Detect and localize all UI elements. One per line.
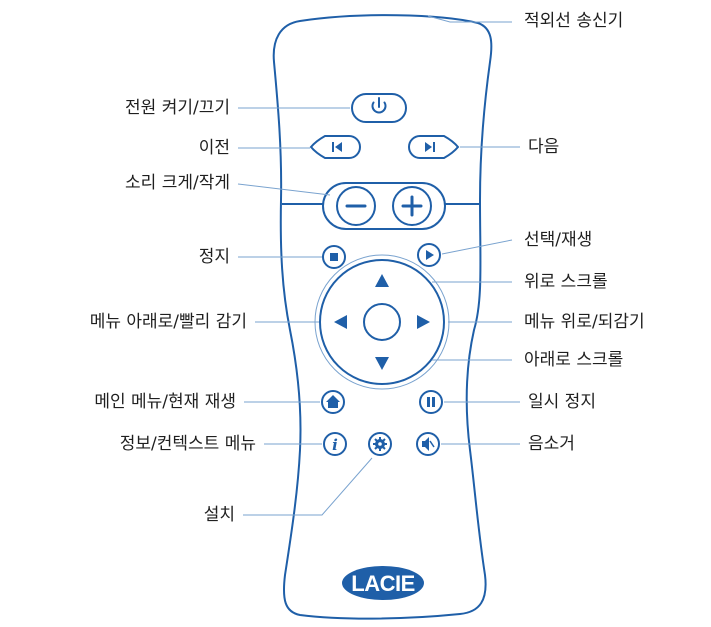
label-select-play: 선택/재생: [524, 230, 592, 250]
skip-forward-icon: [425, 142, 435, 152]
lacie-logo: LACIE: [342, 566, 424, 600]
label-main-menu: 메인 메뉴/현재 재생: [94, 392, 236, 412]
power-icon: [371, 97, 387, 114]
label-power: 전원 켜기/끄기: [125, 98, 230, 118]
volume-down-button[interactable]: [336, 186, 376, 226]
logo-text: LACIE: [351, 571, 415, 596]
label-pause: 일시 정지: [528, 392, 596, 412]
info-button[interactable]: i: [323, 432, 347, 456]
previous-button[interactable]: [309, 135, 361, 159]
home-icon: [326, 395, 340, 408]
arrow-down-icon[interactable]: [375, 357, 389, 370]
pause-icon: [427, 397, 435, 407]
arrow-right-icon[interactable]: [417, 315, 430, 329]
next-button[interactable]: [408, 135, 460, 159]
label-info-menu: 정보/컨텍스트 메뉴: [120, 434, 256, 454]
stop-button[interactable]: [322, 245, 346, 269]
dpad[interactable]: [314, 254, 450, 390]
leader-setup: [243, 457, 373, 516]
plus-icon: [401, 195, 423, 217]
info-icon: i: [332, 436, 338, 454]
leader-select: [441, 239, 513, 255]
label-scroll-down: 아래로 스크롤: [524, 350, 623, 370]
home-button[interactable]: [321, 390, 345, 414]
label-scroll-up: 위로 스크롤: [524, 272, 608, 292]
arrow-up-icon[interactable]: [375, 274, 389, 287]
leader-volume: [237, 183, 331, 196]
leader-ir: [427, 15, 512, 23]
label-mute: 음소거: [528, 434, 575, 454]
pause-button[interactable]: [419, 390, 443, 414]
label-volume: 소리 크게/작게: [125, 173, 230, 193]
settings-button[interactable]: [368, 432, 392, 456]
label-ir-transmitter: 적외선 송신기: [524, 11, 623, 31]
gear-icon: [373, 437, 387, 451]
mute-button[interactable]: [416, 432, 440, 456]
label-stop: 정지: [199, 247, 230, 267]
label-next: 다음: [528, 137, 559, 157]
label-previous: 이전: [199, 138, 230, 158]
label-menu-down-rewind: 메뉴 아래로/빨리 감기: [90, 312, 247, 332]
mute-icon: [422, 437, 435, 451]
dpad-center-button[interactable]: [363, 303, 401, 341]
play-icon: [426, 250, 434, 260]
play-button[interactable]: [417, 243, 441, 267]
power-button[interactable]: [351, 93, 407, 123]
skip-back-icon: [332, 142, 342, 152]
volume-up-button[interactable]: [392, 186, 432, 226]
arrow-left-icon[interactable]: [334, 315, 347, 329]
label-setup: 설치: [204, 505, 235, 525]
leader-lines: [237, 15, 520, 516]
stop-icon: [330, 253, 338, 261]
label-menu-up-forward: 메뉴 위로/되감기: [524, 312, 645, 332]
